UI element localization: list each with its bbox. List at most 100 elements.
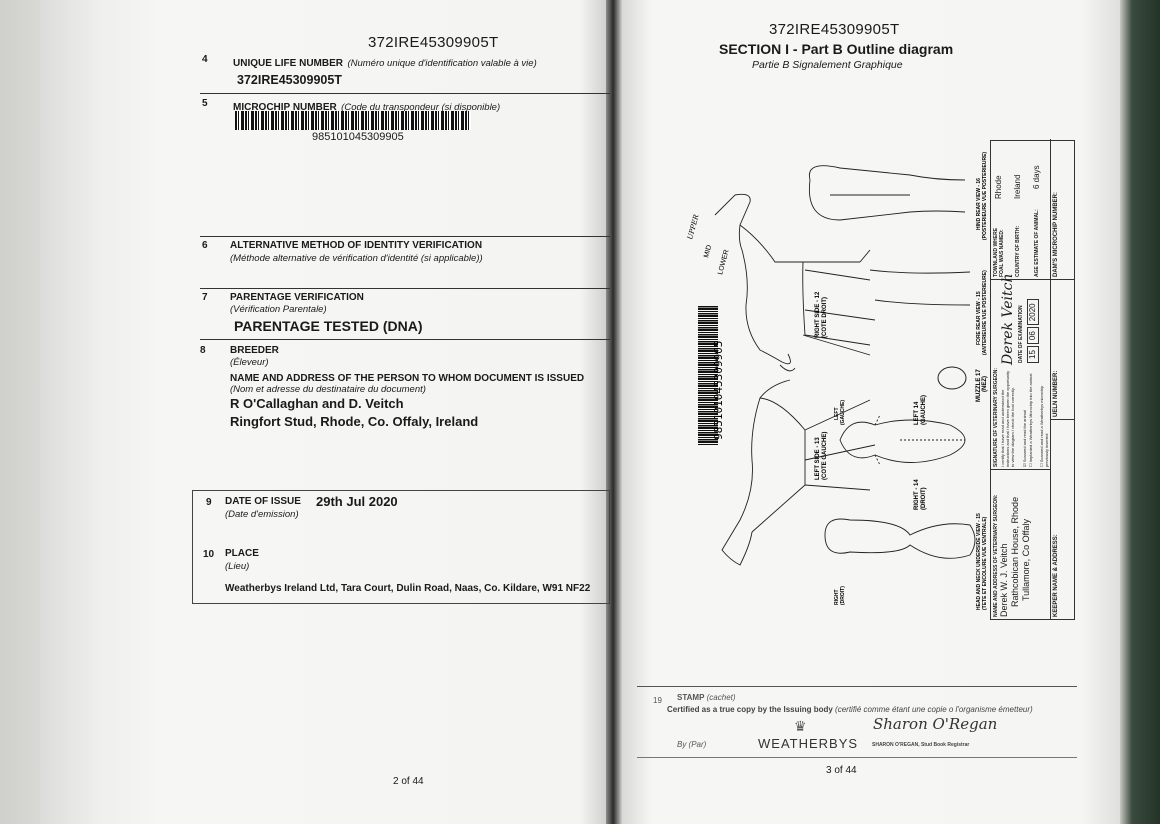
checkbox-implanted-label: Implanted a Weatherbys Microchip into th… bbox=[1028, 373, 1033, 463]
country-value: Ireland bbox=[1013, 174, 1022, 199]
section-subtitle: Partie B Signalement Graphique bbox=[752, 59, 903, 71]
certified-text: Certified as a true copy by the Issuing … bbox=[667, 705, 1033, 714]
label-head-neck-fr: (TETE ET ENCOLURE VUE VENTRALE) bbox=[982, 516, 988, 610]
field-5-number: 5 bbox=[202, 98, 208, 109]
foal-details-cell: TOWNLAND WHERE FOAL WAS NAMED: Rhode COU… bbox=[991, 139, 1051, 279]
certify-text: I certify that I have read and understoo… bbox=[1000, 370, 1015, 467]
date-year: 2020 bbox=[1027, 299, 1039, 326]
section-title: SECTION I - Part B Outline diagram bbox=[719, 41, 954, 57]
checkbox-implanted[interactable]: ☐ Implanted a Weatherbys Microchip into … bbox=[1028, 373, 1033, 467]
label-hind-rear-fr: (POSTERIEURE VUE POSTERIEURE) bbox=[982, 152, 988, 240]
vet-name-line-2: Rathcobican House, Rhode bbox=[1010, 496, 1020, 607]
page-header-id: 372IRE45309905T bbox=[368, 34, 499, 51]
label-right-side: RIGHT SIDE - 12 bbox=[815, 291, 821, 338]
label-right-14: RIGHT - 14 bbox=[914, 479, 920, 510]
date-of-exam: 15 06 2020 bbox=[1027, 299, 1039, 363]
head-top-view-outline bbox=[839, 414, 966, 466]
field-7-number: 7 bbox=[202, 292, 208, 303]
stamp-label: STAMP (cachet) bbox=[677, 693, 736, 702]
label-head-neck: HEAD AND NECK UNDERSIDE VIEW - 15 bbox=[976, 513, 982, 610]
field-7-label: PARENTAGE VERIFICATION bbox=[230, 292, 364, 303]
label-muzzle: MUZZLE 17 bbox=[976, 369, 982, 402]
marking-lower: LOWER bbox=[717, 249, 730, 276]
rotated-barcode bbox=[698, 305, 718, 445]
dam-chip-cell: DAM'S MICROCHIP NUMBER: bbox=[1051, 139, 1075, 279]
passport-page-2 bbox=[40, 0, 612, 824]
certified-fr: (certifié comme étant une copie o l'orga… bbox=[835, 705, 1033, 714]
registrar-signature: Sharon O'Regan bbox=[873, 715, 998, 733]
age-value: 6 days bbox=[1032, 165, 1041, 189]
marking-upper: UPPER bbox=[686, 213, 701, 241]
label-right-fr: (DROIT) bbox=[840, 586, 846, 605]
label-muzzle-fr: (NEZ) bbox=[982, 376, 988, 392]
label-right: RIGHT bbox=[834, 589, 840, 605]
divider bbox=[200, 339, 610, 340]
vet-signature: Derek Veitch bbox=[1000, 273, 1016, 366]
issued-to-label: NAME AND ADDRESS OF THE PERSON TO WHOM D… bbox=[230, 373, 585, 384]
label-left-fr: (GAUCHE) bbox=[840, 400, 846, 425]
label-left-side: LEFT SIDE - 13 bbox=[815, 437, 821, 480]
label-right-14-fr: (DROIT) bbox=[921, 487, 927, 510]
fore-rear-view-outline bbox=[869, 269, 971, 306]
muzzle-outline bbox=[937, 366, 967, 390]
date-of-issue-value: 29th Jul 2020 bbox=[316, 494, 398, 509]
ueln-label: UELN NUMBER: bbox=[1053, 370, 1059, 417]
date-month: 06 bbox=[1027, 327, 1039, 345]
field-4-label-en: UNIQUE LIFE NUMBER bbox=[233, 58, 343, 69]
book-spine-fold bbox=[606, 0, 622, 824]
field-9-label: DATE OF ISSUE bbox=[225, 496, 301, 507]
keeper-cell: KEEPER NAME & ADDRESS: bbox=[1051, 419, 1075, 619]
field-7-label-fr: (Vérification Parentale) bbox=[230, 304, 327, 315]
horse-right-side-outline bbox=[714, 193, 876, 372]
checkbox-previously[interactable]: ☐ Scanned and read a Weatherbys microchi… bbox=[1039, 385, 1049, 467]
by-label: By (Par) bbox=[677, 740, 707, 749]
field-5-label-en: MICROCHIP NUMBER bbox=[233, 102, 337, 113]
field-8-label: BREEDER bbox=[230, 345, 279, 356]
vet-signature-label: SIGNATURE OF VETERINARY SURGEON: bbox=[993, 367, 999, 467]
field-8-label-fr: (Éleveur) bbox=[230, 357, 269, 368]
keeper-label: KEEPER NAME & ADDRESS: bbox=[1053, 534, 1059, 617]
vet-name-line-3: Tullamore, Co Offaly bbox=[1021, 518, 1031, 601]
divider bbox=[200, 288, 610, 289]
field-5-label: MICROCHIP NUMBER (Code du transpondeur (… bbox=[233, 97, 500, 115]
microchip-barcode bbox=[235, 111, 471, 130]
certified-en: Certified as a true copy by the Issuing … bbox=[667, 705, 833, 714]
label-left-14-fr: (GAUCHE) bbox=[921, 395, 927, 425]
label-fore-rear-fr: (ANTERIEURE VUE POSTERIEURE) bbox=[982, 270, 988, 355]
field-6-number: 6 bbox=[202, 240, 208, 251]
townland-label: TOWNLAND WHERE FOAL WAS NAMED: bbox=[993, 227, 1005, 277]
field-6-label-fr: (Méthode alternative de vérification d'i… bbox=[230, 253, 483, 264]
weatherbys-crest-icon: ♛ bbox=[794, 718, 807, 734]
field-10-label: PLACE bbox=[225, 548, 259, 559]
label-fore-rear: FORE REAR VIEW - 15 bbox=[976, 291, 982, 345]
vet-name-cell: NAME AND ADDRESS OF VETERINARY SURGEON: … bbox=[991, 469, 1051, 619]
veterinary-certification-form: NAME AND ADDRESS OF VETERINARY SURGEON: … bbox=[990, 139, 1075, 620]
field-9-label-fr: (Date d'emission) bbox=[225, 509, 299, 520]
head-underside-outline bbox=[824, 518, 976, 559]
issued-to-label-fr: (Nom et adresse du destinataire du docum… bbox=[230, 384, 426, 395]
dam-chip-label: DAM'S MICROCHIP NUMBER: bbox=[1053, 192, 1059, 277]
stamp-label-fr: (cachet) bbox=[706, 693, 736, 702]
stamp-number: 19 bbox=[653, 696, 662, 705]
field-8-number: 8 bbox=[200, 345, 206, 356]
page-number-left: 2 of 44 bbox=[393, 776, 424, 787]
field-4-label: UNIQUE LIFE NUMBER (Numéro unique d'iden… bbox=[233, 53, 537, 71]
page-number-right: 3 of 44 bbox=[826, 765, 857, 776]
date-day: 15 bbox=[1027, 346, 1039, 363]
label-hind-rear: HIND REAR VIEW - 16 bbox=[976, 178, 982, 230]
ueln-cell: UELN NUMBER: bbox=[1051, 279, 1075, 419]
label-left: LEFT bbox=[834, 408, 840, 421]
weatherbys-logo: WEATHERBYS bbox=[758, 736, 859, 751]
hind-rear-view-outline bbox=[808, 165, 966, 221]
book-cover-edge bbox=[1120, 0, 1160, 824]
field-4-label-fr: (Numéro unique d'identification valable … bbox=[347, 58, 537, 69]
unique-life-number-value: 372IRE45309905T bbox=[237, 73, 342, 87]
townland-value: Rhode bbox=[994, 175, 1003, 199]
date-of-exam-label: DATE OF EXAMINATION bbox=[1018, 305, 1024, 363]
label-left-14: LEFT 14 bbox=[914, 401, 920, 425]
field-10-number: 10 bbox=[203, 549, 215, 560]
field-6-label: ALTERNATIVE METHOD OF IDENTITY VERIFICAT… bbox=[230, 240, 483, 251]
checkbox-scanned-label: Scanned and read the animal bbox=[1022, 410, 1027, 463]
checkbox-scanned[interactable]: ☑ Scanned and read the animal bbox=[1022, 410, 1027, 467]
page-header-id: 372IRE45309905T bbox=[769, 21, 900, 38]
